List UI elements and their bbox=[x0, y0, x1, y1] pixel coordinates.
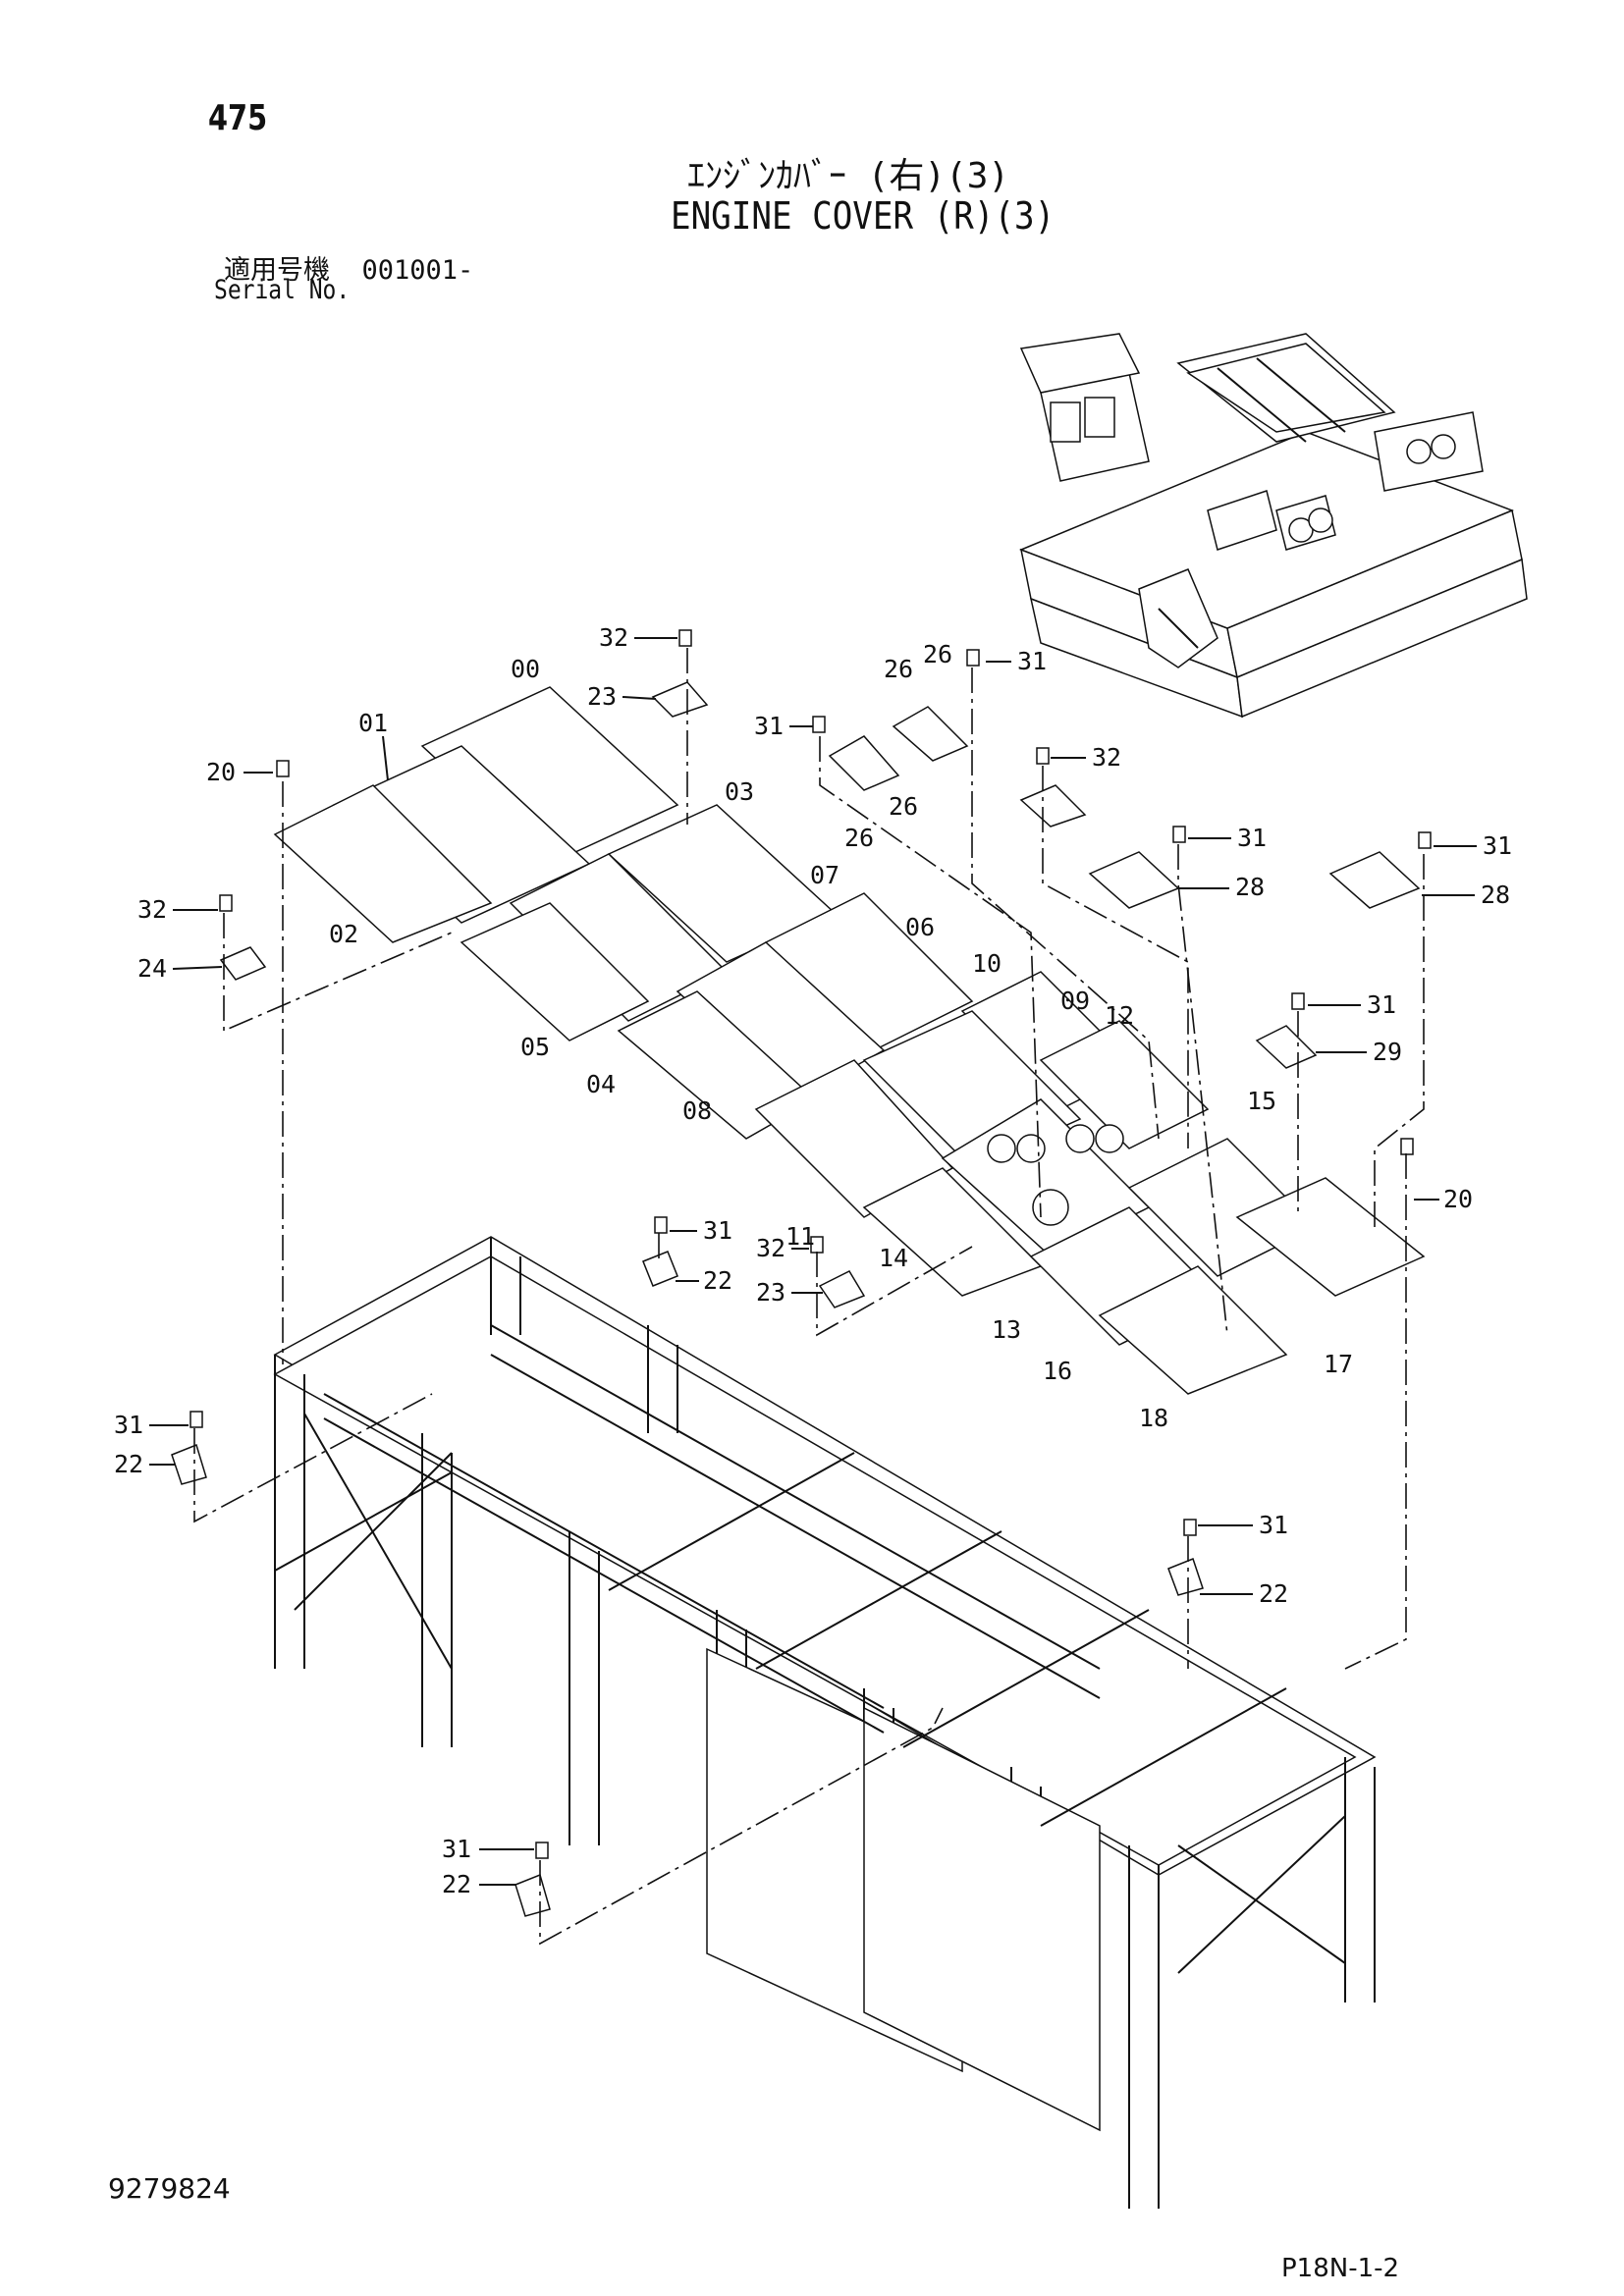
callout-31-h: 31 bbox=[1259, 1511, 1288, 1539]
callout-09: 09 bbox=[1060, 987, 1090, 1015]
callout-labels: 00 01 02 03 04 05 06 07 08 09 10 11 12 1… bbox=[114, 623, 1512, 1898]
callout-31-c: 31 bbox=[1237, 824, 1267, 852]
serial-number-label: Serial No. bbox=[214, 275, 351, 305]
callout-32-c: 32 bbox=[137, 895, 167, 924]
callout-23-top: 23 bbox=[587, 682, 617, 711]
callout-03: 03 bbox=[725, 777, 754, 806]
callout-28-a: 28 bbox=[1235, 873, 1265, 901]
callout-26-d: 26 bbox=[844, 824, 874, 852]
callout-18: 18 bbox=[1139, 1404, 1168, 1432]
document-number: 9279824 bbox=[108, 2172, 231, 2205]
panel-02 bbox=[273, 784, 493, 943]
callout-22-top: 22 bbox=[703, 1266, 732, 1295]
callout-15: 15 bbox=[1247, 1087, 1276, 1115]
callout-22-bottom: 22 bbox=[442, 1870, 471, 1898]
assembly-lines bbox=[193, 648, 1425, 1946]
serial-applicability-label: 適用号機 001001- bbox=[224, 255, 474, 286]
callout-22-left: 22 bbox=[114, 1450, 143, 1478]
callout-32-d: 32 bbox=[756, 1234, 785, 1262]
callout-31-d: 31 bbox=[1483, 831, 1512, 860]
callout-01: 01 bbox=[358, 709, 388, 737]
callout-10: 10 bbox=[972, 949, 1001, 978]
callout-05: 05 bbox=[520, 1033, 550, 1061]
callout-32-b: 32 bbox=[1092, 743, 1121, 772]
diagram-title: ENGINE COVER (R)(3) bbox=[671, 194, 1056, 238]
panel-18 bbox=[1098, 1265, 1288, 1395]
machine-overview-illustration bbox=[1018, 333, 1528, 719]
panel-05 bbox=[460, 902, 650, 1041]
callout-04: 04 bbox=[586, 1070, 616, 1098]
callout-31-i: 31 bbox=[442, 1835, 471, 1863]
callout-20-right: 20 bbox=[1443, 1185, 1473, 1213]
support-frame bbox=[273, 1236, 1377, 2209]
callout-00: 00 bbox=[511, 655, 540, 683]
callout-31-a: 31 bbox=[1017, 647, 1047, 675]
callout-08: 08 bbox=[682, 1096, 712, 1125]
callout-16: 16 bbox=[1043, 1357, 1072, 1385]
page-number: 475 bbox=[208, 98, 268, 138]
callout-14: 14 bbox=[879, 1244, 908, 1272]
callout-24: 24 bbox=[137, 954, 167, 983]
panel-12 bbox=[1039, 1020, 1210, 1149]
callout-07: 07 bbox=[810, 861, 839, 889]
callout-13: 13 bbox=[992, 1315, 1021, 1344]
diagram-title-japanese: ｴﾝｼﾞﾝｶﾊﾞｰ (右)(3) bbox=[687, 156, 1010, 196]
panel-17 bbox=[1235, 1177, 1426, 1297]
callout-31-b: 31 bbox=[754, 712, 784, 740]
callout-26-a: 26 bbox=[884, 655, 913, 683]
callout-23-bottom: 23 bbox=[756, 1278, 785, 1307]
page-reference: P18N-1-2 bbox=[1281, 2254, 1400, 2283]
callout-32-a: 32 bbox=[599, 623, 628, 652]
callout-20-left: 20 bbox=[206, 758, 236, 786]
callout-06: 06 bbox=[905, 913, 935, 941]
cover-panels bbox=[273, 686, 1426, 1395]
callout-31-e: 31 bbox=[1367, 990, 1396, 1019]
callout-31-f: 31 bbox=[703, 1216, 732, 1245]
callout-28-b: 28 bbox=[1481, 881, 1510, 909]
callout-02: 02 bbox=[329, 920, 358, 948]
callout-11: 11 bbox=[785, 1222, 815, 1251]
callout-29: 29 bbox=[1373, 1038, 1402, 1066]
callout-17: 17 bbox=[1324, 1350, 1353, 1378]
callout-26-b: 26 bbox=[923, 640, 952, 668]
callout-12: 12 bbox=[1105, 1001, 1134, 1030]
callout-22-right: 22 bbox=[1259, 1579, 1288, 1608]
callout-31-g: 31 bbox=[114, 1411, 143, 1439]
callout-26-c: 26 bbox=[889, 792, 918, 821]
